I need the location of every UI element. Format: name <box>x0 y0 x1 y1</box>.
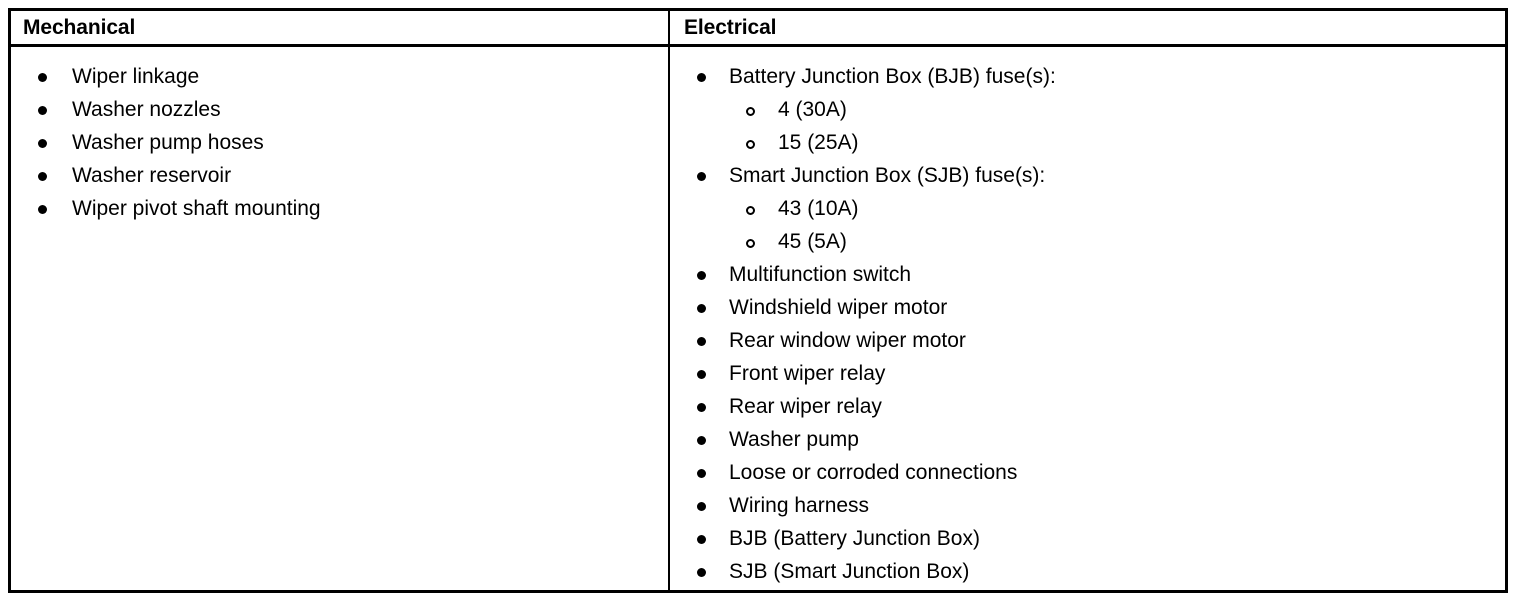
list-item: Washer nozzles <box>11 93 668 126</box>
list-item-label: Washer pump hoses <box>72 131 264 154</box>
filled-disc-bullet <box>697 271 706 280</box>
filled-disc-bullet <box>697 304 706 313</box>
filled-disc-bullet <box>38 139 47 148</box>
list-item-label: BJB (Battery Junction Box) <box>729 527 980 550</box>
list-item: Wiper pivot shaft mounting <box>11 192 668 225</box>
filled-disc-bullet <box>697 370 706 379</box>
list-item-label: 4 (30A) <box>778 98 847 121</box>
hollow-circle-bullet <box>746 206 755 215</box>
filled-disc-bullet <box>697 502 706 511</box>
list-item-label: Washer reservoir <box>72 164 232 187</box>
list-item-label: Smart Junction Box (SJB) fuse(s): <box>729 164 1046 187</box>
filled-disc-bullet <box>697 535 706 544</box>
list-item: Rear wiper relay <box>670 390 1505 423</box>
list-item: Battery Junction Box (BJB) fuse(s): <box>670 60 1505 93</box>
list-item-label: 43 (10A) <box>778 197 859 220</box>
column-header-mechanical: Mechanical <box>11 11 670 44</box>
list-item-label: Windshield wiper motor <box>729 296 948 319</box>
list-item-label: Wiring harness <box>729 494 870 517</box>
hollow-circle-bullet <box>746 140 755 149</box>
filled-disc-bullet <box>697 403 706 412</box>
list-item-label: Multifunction switch <box>729 263 912 286</box>
column-header-electrical: Electrical <box>684 15 777 39</box>
list-item-label: Loose or corroded connections <box>729 461 1018 484</box>
list-item: 15 (25A) <box>670 126 1505 159</box>
electrical-bullet-list: Battery Junction Box (BJB) fuse(s): 4 (30… <box>670 60 1505 588</box>
filled-disc-bullet <box>697 469 706 478</box>
list-item: Rear window wiper motor <box>670 324 1505 357</box>
list-item: Multifunction switch <box>670 258 1505 291</box>
list-item: BJB (Battery Junction Box) <box>670 522 1505 555</box>
filled-disc-bullet <box>697 436 706 445</box>
list-item-label: Battery Junction Box (BJB) fuse(s): <box>729 65 1056 88</box>
filled-disc-bullet <box>38 205 47 214</box>
list-item: Washer pump hoses <box>11 126 668 159</box>
cell-electrical-items: Battery Junction Box (BJB) fuse(s): 4 (30… <box>670 47 1505 590</box>
list-item: SJB (Smart Junction Box) <box>670 555 1505 588</box>
list-item-label: Wiper pivot shaft mounting <box>72 197 321 220</box>
list-item-label: Washer pump <box>729 428 859 451</box>
list-item-label: Front wiper relay <box>729 362 886 385</box>
list-item: 4 (30A) <box>670 93 1505 126</box>
filled-disc-bullet <box>38 106 47 115</box>
list-item: Washer pump <box>670 423 1505 456</box>
list-item: 43 (10A) <box>670 192 1505 225</box>
filled-disc-bullet <box>697 337 706 346</box>
list-item: Smart Junction Box (SJB) fuse(s): <box>670 159 1505 192</box>
list-item: Washer reservoir <box>11 159 668 192</box>
filled-disc-bullet <box>38 172 47 181</box>
list-item-label: Washer nozzles <box>72 98 221 121</box>
list-item: Wiper linkage <box>11 60 668 93</box>
filled-disc-bullet <box>697 568 706 577</box>
list-item-label: Rear wiper relay <box>729 395 882 418</box>
hollow-circle-bullet <box>746 239 755 248</box>
table-header-row: Mechanical Electrical <box>11 11 1505 47</box>
list-item: Front wiper relay <box>670 357 1505 390</box>
filled-disc-bullet <box>697 172 706 181</box>
filled-disc-bullet <box>697 73 706 82</box>
list-item-label: Rear window wiper motor <box>729 329 966 352</box>
list-item: Windshield wiper motor <box>670 291 1505 324</box>
list-item: Loose or corroded connections <box>670 456 1505 489</box>
list-item: 45 (5A) <box>670 225 1505 258</box>
list-item-label: 45 (5A) <box>778 230 847 253</box>
list-item-label: Wiper linkage <box>72 65 200 88</box>
list-item: Wiring harness <box>670 489 1505 522</box>
hollow-circle-bullet <box>746 107 755 116</box>
list-item-label: SJB (Smart Junction Box) <box>729 560 970 583</box>
filled-disc-bullet <box>38 73 47 82</box>
list-item-label: 15 (25A) <box>778 131 859 154</box>
